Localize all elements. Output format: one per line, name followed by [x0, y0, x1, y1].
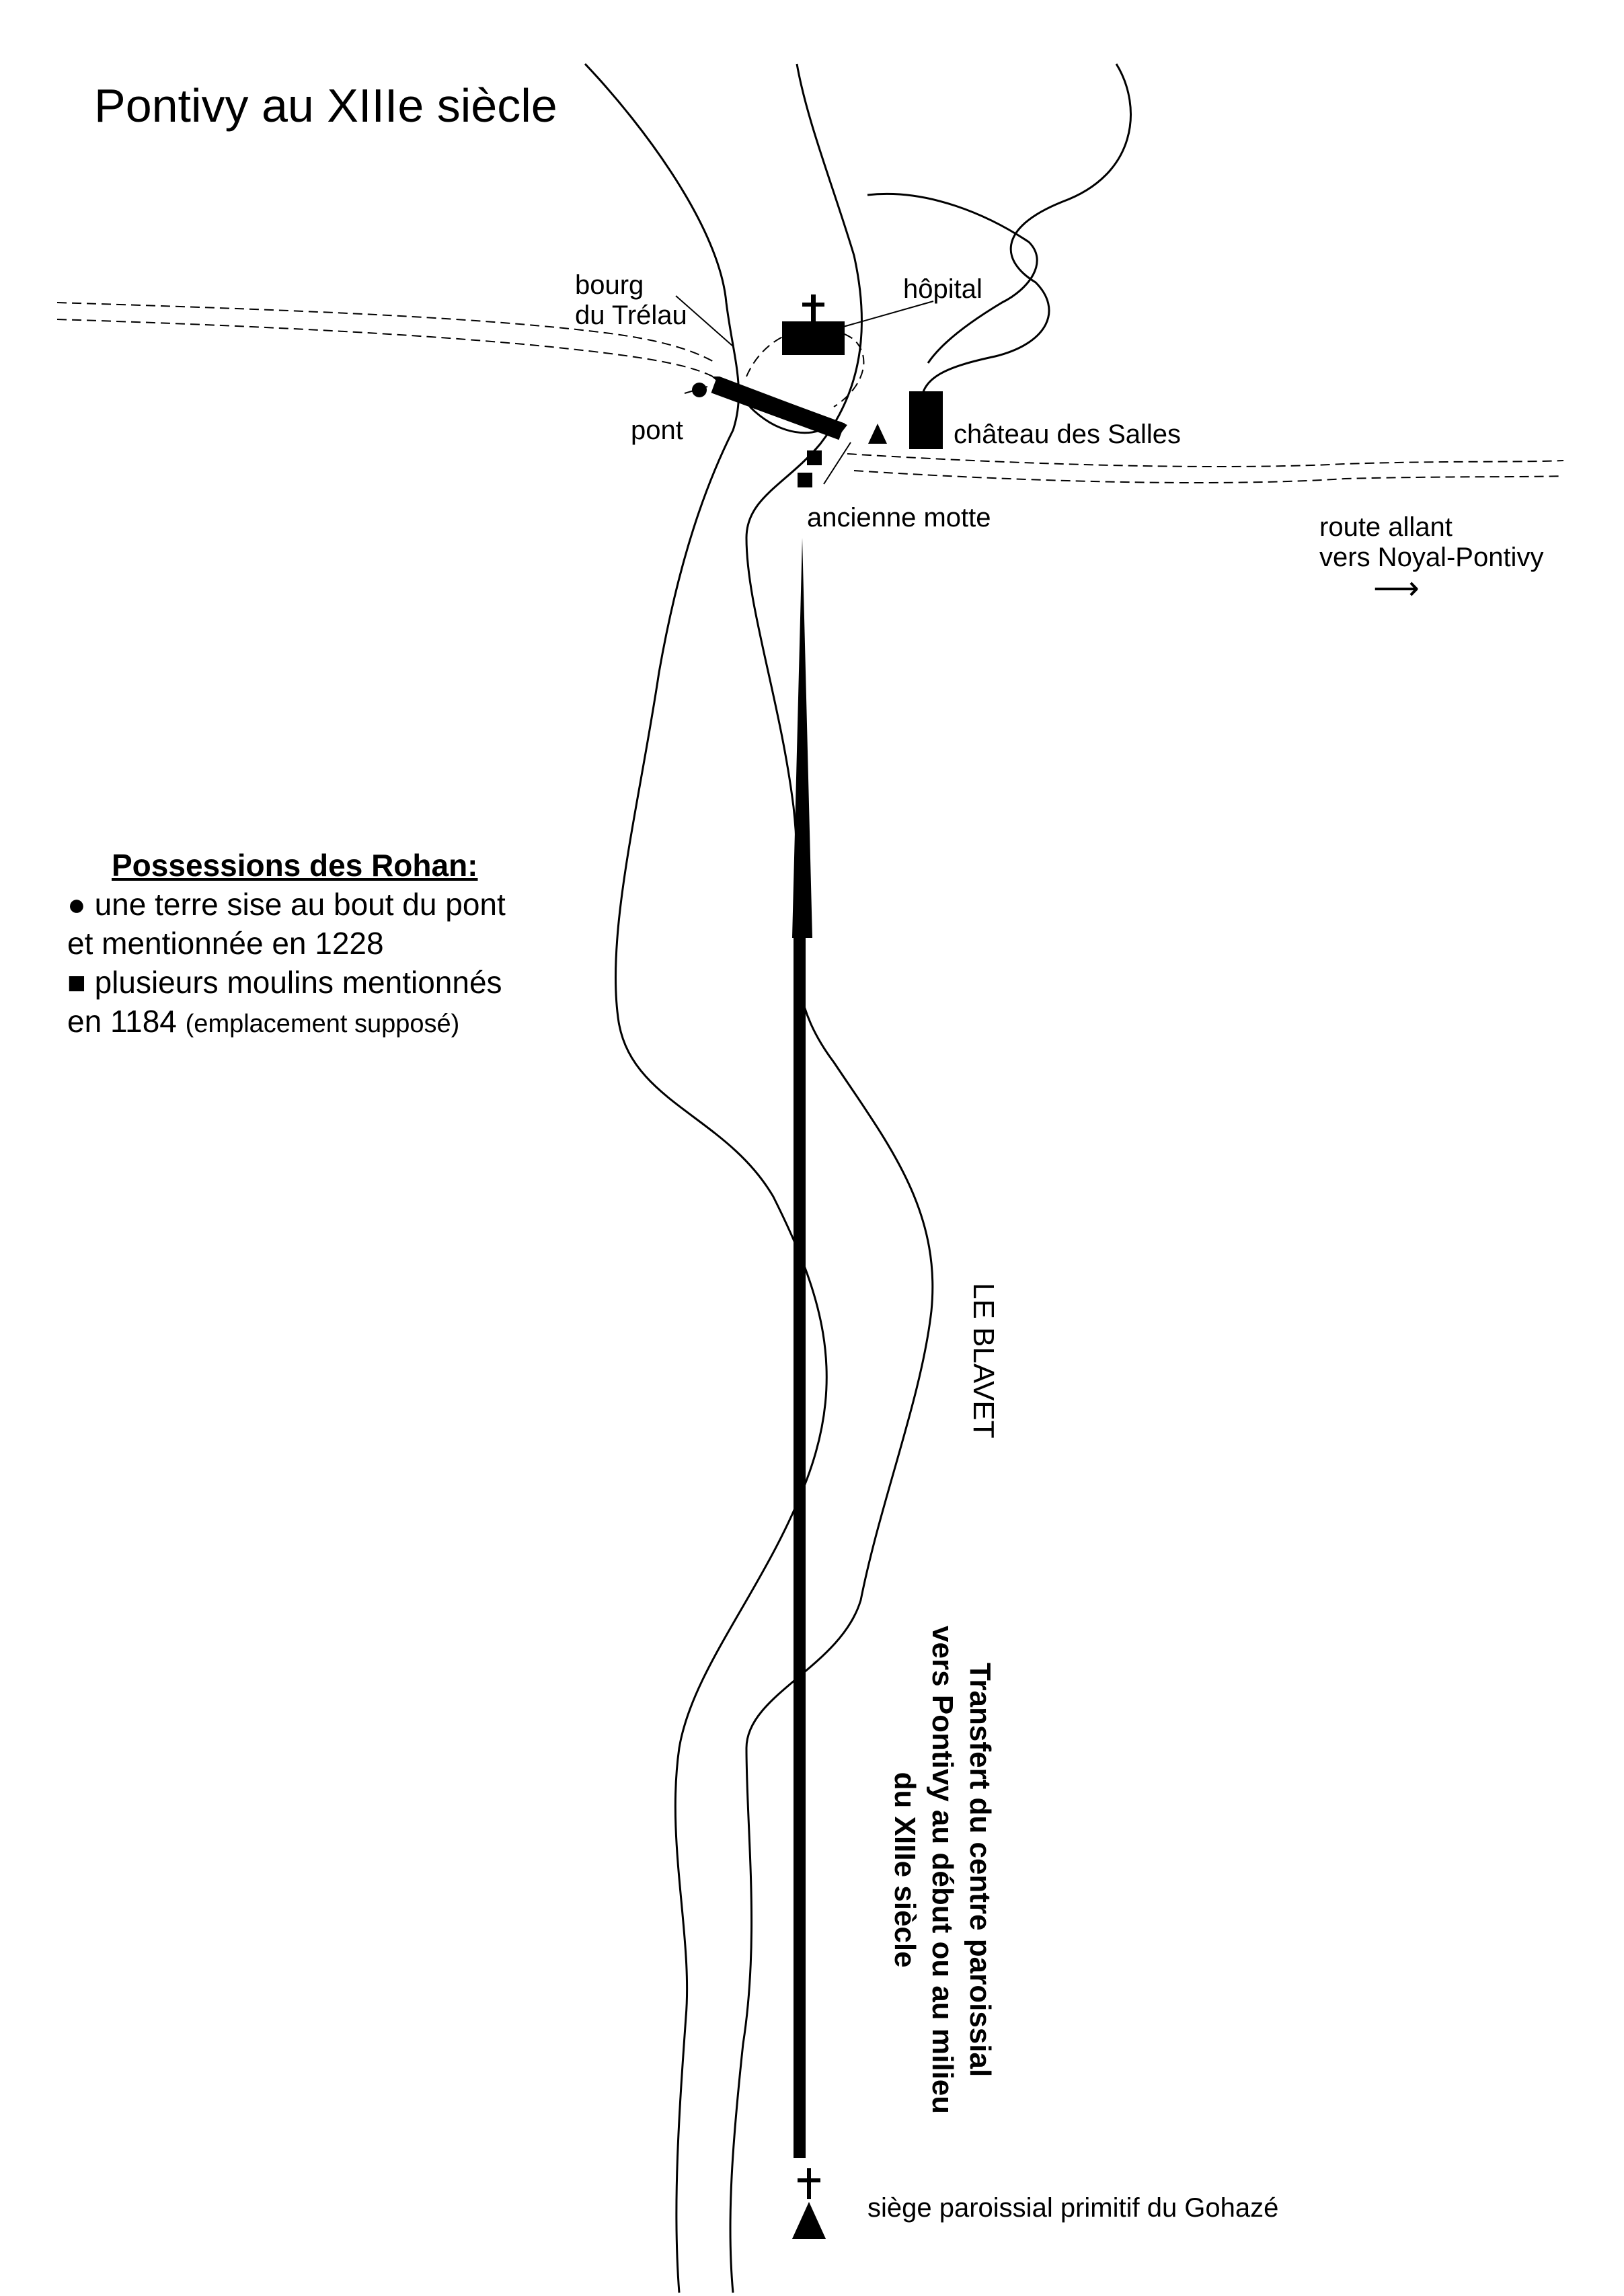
- transfer-caption-line3: du XIIIe siècle: [888, 1772, 921, 1968]
- legend-item-mills: ■ plusieurs moulins mentionnés: [67, 963, 506, 1002]
- circle-marker-icon: [692, 383, 707, 397]
- road-loop: [746, 327, 865, 407]
- road-east-upper: [847, 453, 1564, 468]
- triangle-marker-icon: [868, 424, 887, 444]
- legend-item-mills-text: plusieurs moulins mentionnés: [94, 965, 502, 1000]
- label-hopital: hôpital: [903, 274, 982, 304]
- river-branch-outer: [920, 63, 1132, 404]
- label-bourg-line2: du Trélau: [575, 300, 687, 330]
- square-marker-icon: [807, 450, 822, 465]
- leader-bourg: [675, 295, 734, 347]
- bridge-line: [711, 376, 845, 440]
- road-west-lower: [56, 319, 713, 377]
- river-label: LE BLAVET: [967, 1283, 1000, 1439]
- arrow-right-icon: ⟶: [1373, 570, 1420, 606]
- leader-hopital: [833, 301, 934, 330]
- label-route: route allant vers Noyal-Pontivy ⟶: [1319, 512, 1543, 605]
- label-chateau: château des Salles: [954, 420, 1182, 449]
- legend: Possessions des Rohan: ● une terre sise …: [67, 846, 506, 1043]
- label-route-line1: route allant: [1319, 512, 1453, 542]
- label-motte: ancienne motte: [807, 503, 991, 532]
- road-west-upper: [56, 302, 717, 364]
- leader-motte: [823, 442, 851, 485]
- legend-item-mills-note: (emplacement supposé): [185, 1010, 460, 1038]
- label-pont: pont: [631, 415, 683, 445]
- legend-item-land-text: une terre sise au bout du pont: [94, 887, 506, 922]
- river-west-bank: [584, 63, 828, 2293]
- mill-markers: [798, 450, 822, 487]
- square-marker-icon: [798, 473, 812, 487]
- church-cross-icon: [782, 294, 845, 355]
- transfer-caption-line2: vers Pontivy au début ou au milieu: [926, 1626, 959, 2114]
- legend-item-land-line2: et mentionnée en 1228: [67, 926, 384, 961]
- legend-item-mills-year: en 1184: [67, 1004, 177, 1039]
- transfer-arrow: [792, 538, 812, 2158]
- transfer-caption-line1: Transfert du centre paroissial: [964, 1662, 997, 2077]
- cross-triangle-icon: [792, 2168, 826, 2239]
- road-east-lower: [853, 470, 1564, 484]
- label-route-line2: vers Noyal-Pontivy: [1319, 542, 1544, 572]
- river-branch-inner: [867, 192, 1038, 364]
- legend-item-land: ● une terre sise au bout du pont: [67, 885, 506, 924]
- river-banks: [584, 63, 1132, 2293]
- legend-heading: Possessions des Rohan:: [112, 848, 478, 883]
- arrow-head: [792, 538, 812, 938]
- transfer-caption: Transfert du centre paroissial vers Pont…: [886, 1626, 999, 2114]
- circle-bullet-icon: ●: [67, 887, 86, 922]
- castle-rect-icon: [909, 391, 943, 449]
- label-bourg-line1: bourg: [575, 270, 644, 300]
- map-title: Pontivy au XIIIe siècle: [94, 79, 557, 132]
- arrow-shaft: [794, 935, 806, 2158]
- label-siege: siège paroissial primitif du Gohazé: [867, 2193, 1279, 2223]
- river-east-bank: [729, 63, 934, 2293]
- river-island-edge: [748, 405, 821, 434]
- road: [56, 302, 1564, 484]
- square-bullet-icon: ■: [67, 965, 86, 1000]
- legend-item-mills-line2: en 1184 (emplacement supposé): [67, 1002, 506, 1043]
- label-bourg: bourg du Trélau: [575, 270, 687, 331]
